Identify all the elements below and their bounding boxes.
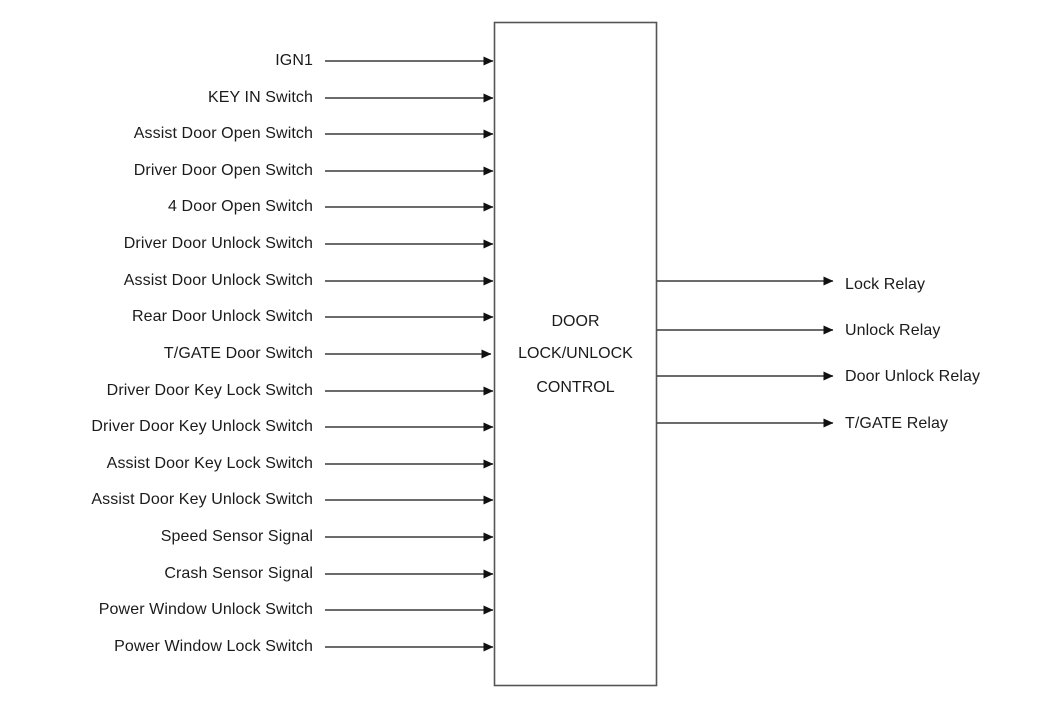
output-label-tgate-relay: T/GATE Relay — [845, 415, 949, 432]
control-block-rect — [493, 21, 658, 687]
input-label-power-window-unlock-switch: Power Window Unlock Switch — [98, 601, 313, 618]
input-label-tgate-door-switch: T/GATE Door Switch — [163, 345, 313, 362]
block-title-line-1: DOOR — [551, 313, 600, 330]
input-label-power-window-lock-switch: Power Window Lock Switch — [114, 638, 313, 655]
input-label-driver-door-open-switch: Driver Door Open Switch — [133, 162, 313, 179]
input-label-assist-door-key-lock-switch: Assist Door Key Lock Switch — [106, 455, 313, 472]
output-label-lock-relay: Lock Relay — [845, 276, 926, 293]
input-label-driver-door-key-unlock-switch: Driver Door Key Unlock Switch — [91, 418, 313, 435]
input-label-assist-door-open-switch: Assist Door Open Switch — [133, 125, 313, 142]
input-label-rear-door-unlock-switch: Rear Door Unlock Switch — [131, 308, 313, 325]
input-label-assist-door-unlock-switch: Assist Door Unlock Switch — [123, 272, 313, 289]
input-label-crash-sensor-signal: Crash Sensor Signal — [164, 565, 313, 582]
input-label-4-door-open-switch: 4 Door Open Switch — [168, 198, 313, 215]
input-wires — [325, 56, 494, 652]
input-label-key-in-switch: KEY IN Switch — [207, 89, 313, 106]
output-wires — [657, 276, 834, 428]
input-label-driver-door-key-lock-switch: Driver Door Key Lock Switch — [106, 382, 313, 399]
output-label-unlock-relay: Unlock Relay — [845, 322, 941, 339]
block-title-line-2: LOCK/UNLOCK — [518, 345, 633, 362]
output-label-door-unlock-relay: Door Unlock Relay — [845, 368, 981, 385]
input-label-assist-door-key-unlock-switch: Assist Door Key Unlock Switch — [91, 491, 313, 508]
input-label-driver-door-unlock-switch: Driver Door Unlock Switch — [123, 235, 313, 252]
input-label-speed-sensor-signal: Speed Sensor Signal — [160, 528, 313, 545]
input-label-ign1: IGN1 — [275, 52, 313, 69]
block-title-line-3: CONTROL — [536, 379, 615, 396]
